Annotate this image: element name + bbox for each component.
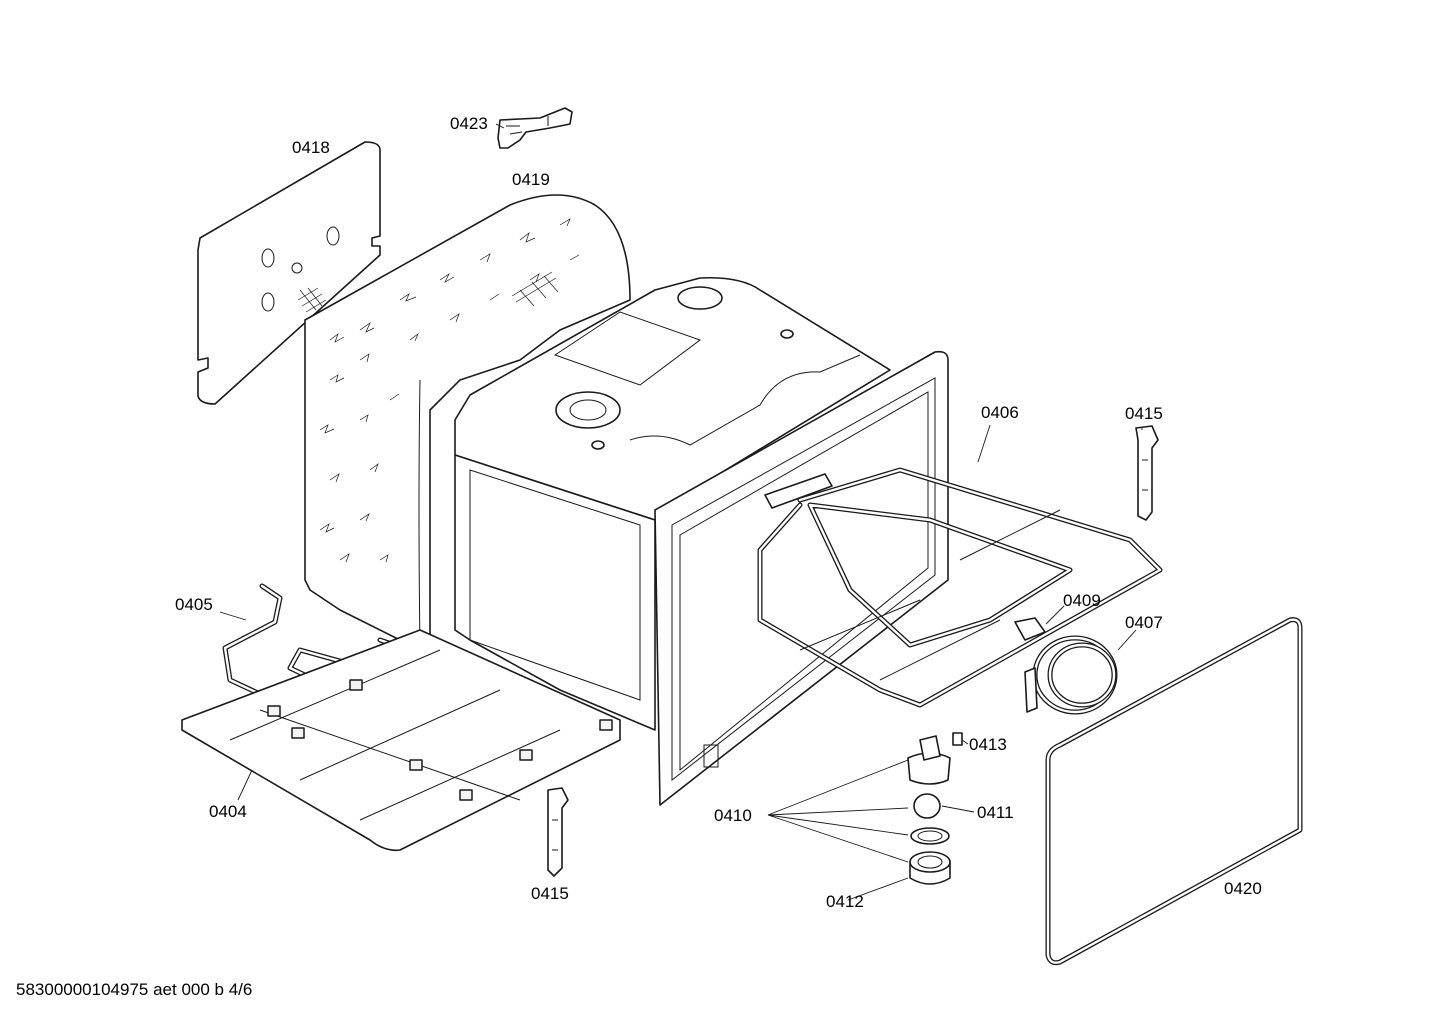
callout-0410: 0410 bbox=[714, 806, 752, 825]
lamp-cover-0412 bbox=[909, 827, 951, 885]
drawing-reference-footer: 58300000104975 aet 000 b 4/6 bbox=[16, 980, 253, 999]
callout-0409: 0409 bbox=[1063, 591, 1101, 610]
callout-0419: 0419 bbox=[512, 170, 550, 189]
terminal-0409 bbox=[1014, 617, 1046, 641]
front-frame bbox=[654, 350, 949, 806]
callout-0420: 0420 bbox=[1224, 879, 1262, 898]
lamp-assembly-0410 bbox=[907, 735, 951, 785]
side-rail-0415-bottom bbox=[547, 787, 569, 877]
rear-insulation-panel-0418 bbox=[197, 141, 381, 405]
lamp-bulb-0411 bbox=[913, 793, 941, 819]
callout-0418: 0418 bbox=[292, 138, 330, 157]
side-rail-0415-right bbox=[1135, 425, 1159, 521]
callout-0406: 0406 bbox=[981, 403, 1019, 422]
callout-0411: 0411 bbox=[977, 803, 1014, 822]
callout-0412: 0412 bbox=[826, 892, 864, 911]
callout-0405: 0405 bbox=[175, 595, 213, 614]
callout-0407: 0407 bbox=[1125, 613, 1163, 632]
bottom-tray-0404 bbox=[181, 629, 621, 852]
oven-cavity bbox=[454, 276, 891, 731]
grill-element-0406 bbox=[757, 467, 1163, 708]
bracket-0423 bbox=[497, 107, 573, 149]
insulation-wrap-0419 bbox=[304, 194, 631, 651]
fuse-0413 bbox=[952, 732, 963, 746]
leader-lines bbox=[219, 123, 1143, 901]
callout-0404: 0404 bbox=[209, 802, 247, 821]
door-gasket-0420 bbox=[1045, 617, 1303, 966]
callout-0423: 0423 bbox=[450, 114, 488, 133]
callout-0415-bottom: 0415 bbox=[531, 884, 569, 903]
ring-heater-0407 bbox=[1024, 635, 1118, 715]
callout-0415-right: 0415 bbox=[1125, 404, 1163, 423]
callout-0413: 0413 bbox=[969, 735, 1007, 754]
